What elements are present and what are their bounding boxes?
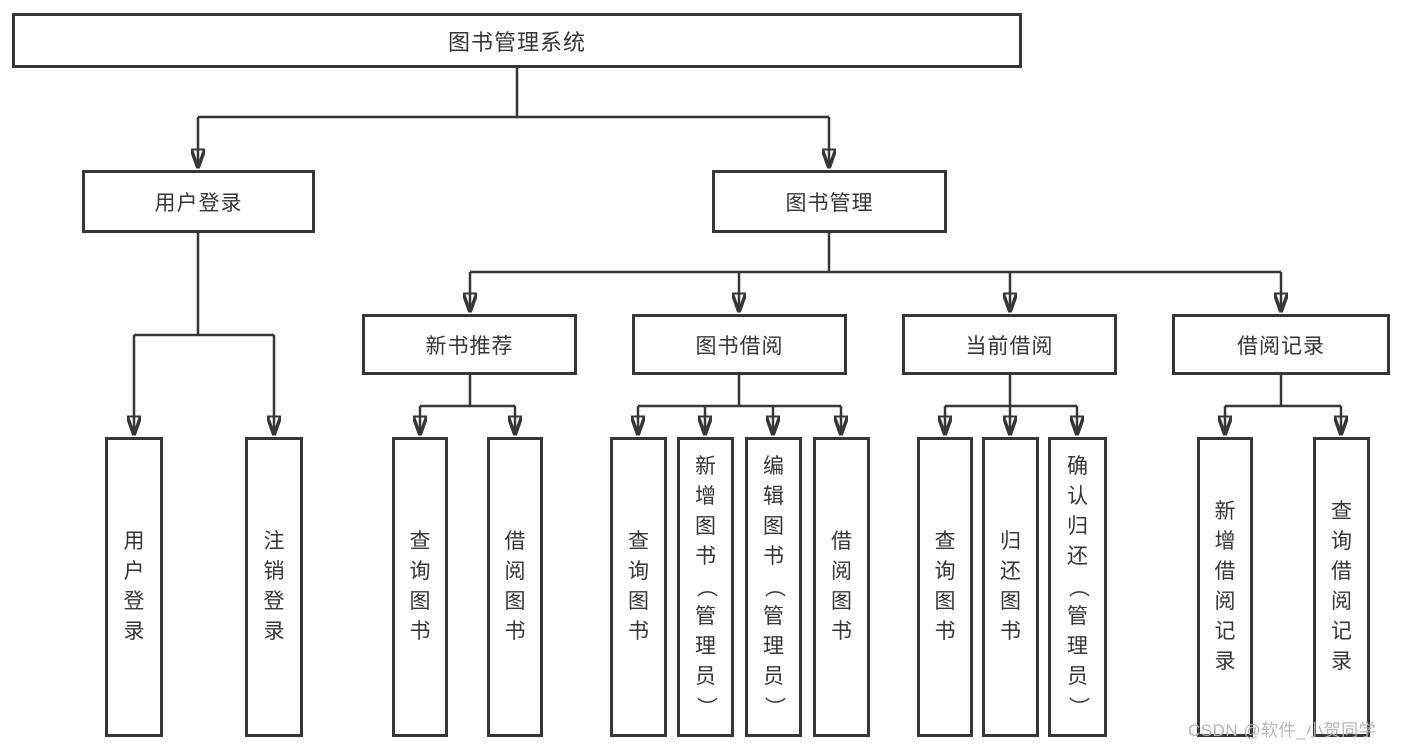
leaf-query-books-borrow: 查询图书 bbox=[610, 437, 667, 737]
node-book-management: 图书管理 bbox=[712, 170, 947, 233]
csdn-watermark: CSDN @软件_小贺同学 bbox=[1188, 721, 1377, 740]
leaf-borrow-books-2: 借阅图书 bbox=[813, 437, 870, 737]
node-book-borrow: 图书借阅 bbox=[632, 314, 847, 375]
node-borrow-records: 借阅记录 bbox=[1172, 314, 1390, 375]
node-user-login: 用户登录 bbox=[82, 170, 315, 233]
leaf-edit-book-admin: 编辑图书（管理员） bbox=[745, 437, 802, 737]
leaf-query-books-recommend: 查询图书 bbox=[392, 437, 448, 737]
leaf-add-book-admin: 新增图书（管理员） bbox=[677, 437, 734, 737]
leaf-logout: 注销登录 bbox=[245, 437, 303, 737]
leaf-confirm-return-admin: 确认归还（管理员） bbox=[1048, 437, 1107, 737]
leaf-query-books-current: 查询图书 bbox=[917, 437, 973, 737]
node-new-book-recommend: 新书推荐 bbox=[362, 314, 577, 375]
leaf-query-borrow-record: 查询借阅记录 bbox=[1313, 437, 1370, 737]
leaf-borrow-books-recommend: 借阅图书 bbox=[487, 437, 543, 737]
leaf-add-borrow-record: 新增借阅记录 bbox=[1197, 437, 1253, 737]
leaf-user-login: 用户登录 bbox=[105, 437, 163, 737]
leaf-return-book: 归还图书 bbox=[982, 437, 1039, 737]
node-root: 图书管理系统 bbox=[12, 13, 1022, 68]
node-current-borrow: 当前借阅 bbox=[902, 314, 1117, 375]
